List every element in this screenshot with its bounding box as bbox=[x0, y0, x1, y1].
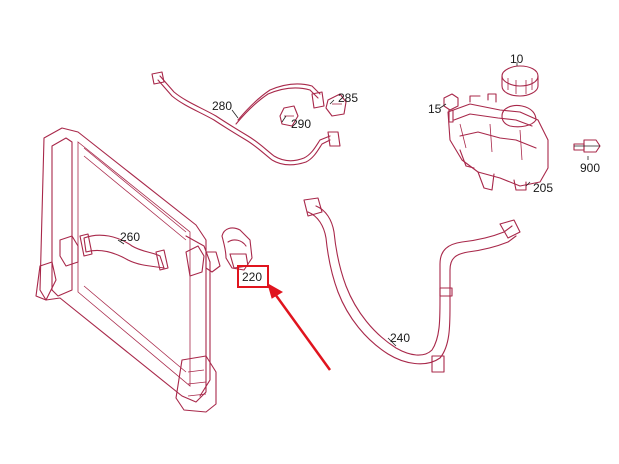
callout-290: 290 bbox=[291, 117, 311, 131]
callout-260: 260 bbox=[120, 230, 140, 244]
sensor-900 bbox=[573, 139, 601, 153]
radiator bbox=[35, 127, 217, 413]
expansion-tank-205 bbox=[447, 93, 549, 191]
highlight-arrow-head-icon bbox=[267, 282, 283, 299]
callout-220: 220 bbox=[242, 270, 262, 284]
highlight-220[interactable]: 220 bbox=[237, 265, 332, 371]
callout-10: 10 bbox=[510, 52, 524, 66]
cap-10 bbox=[501, 65, 539, 97]
callout-280: 280 bbox=[212, 99, 232, 113]
callout-15: 15 bbox=[428, 102, 442, 116]
hose-260 bbox=[79, 233, 169, 271]
highlight-box bbox=[237, 265, 269, 288]
callout-900: 900 bbox=[580, 161, 600, 175]
leader-lines bbox=[117, 62, 600, 347]
callout-205: 205 bbox=[533, 181, 553, 195]
bolt-15 bbox=[443, 93, 459, 123]
fitting-285 bbox=[325, 93, 347, 117]
hose-280 bbox=[151, 71, 341, 166]
callout-240: 240 bbox=[390, 331, 410, 345]
hose-240 bbox=[303, 197, 521, 373]
highlight-arrow-shaft bbox=[273, 293, 332, 371]
callout-285: 285 bbox=[338, 91, 358, 105]
